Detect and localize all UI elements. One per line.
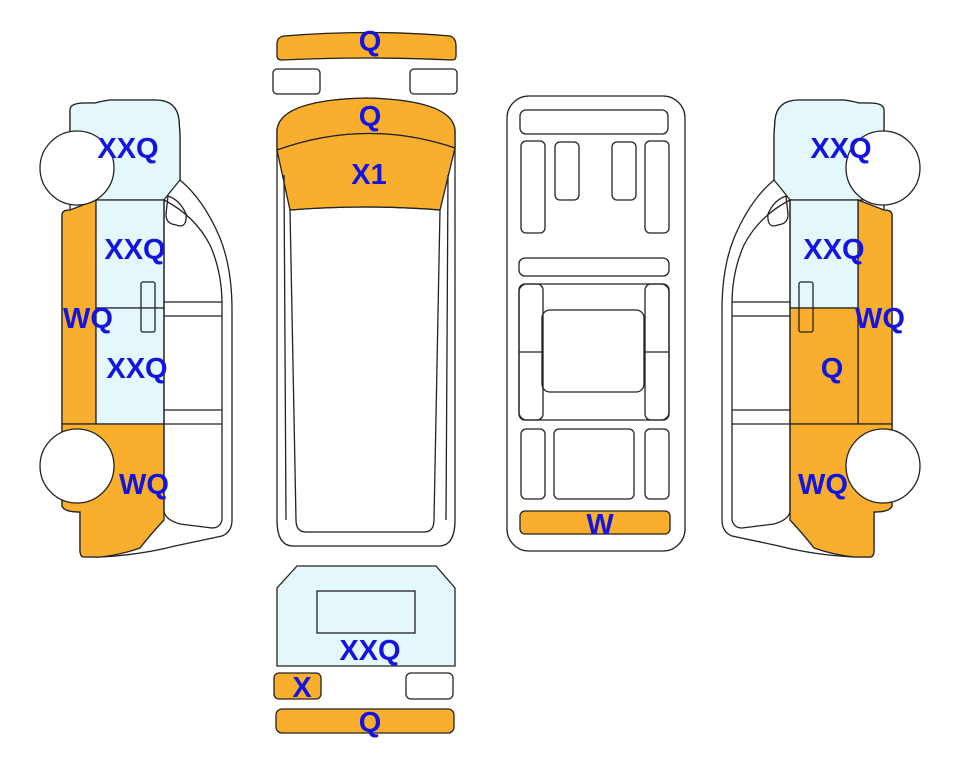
left-rear-wheel xyxy=(39,428,115,504)
front-left-headlight xyxy=(272,68,321,95)
interior-view xyxy=(506,95,686,552)
left-front-quarter-window xyxy=(165,195,187,227)
interior-seat-1 xyxy=(520,140,546,234)
left-side-view xyxy=(39,99,233,558)
rear-left-light-panel[interactable] xyxy=(273,672,322,700)
interior-seat-4 xyxy=(644,140,670,234)
right-side-view xyxy=(721,99,921,558)
left-middle-door-label: XXQ xyxy=(104,234,165,266)
interior-bench xyxy=(518,257,670,277)
roof-rear-label: W xyxy=(586,509,614,541)
front-bumper-label: Q xyxy=(359,26,382,58)
left-door-handle xyxy=(140,281,156,333)
left-front-wheel xyxy=(39,130,115,206)
rear-view xyxy=(273,565,456,734)
right-sill-label: WQ xyxy=(855,303,905,335)
rear-left-light-label: X xyxy=(292,672,312,704)
top-roof-inner xyxy=(289,206,441,533)
right-door-handle xyxy=(798,281,814,333)
hood-label: Q xyxy=(359,101,382,133)
left-sill-label: WQ xyxy=(63,303,113,335)
interior-rear-seat-3 xyxy=(644,428,670,500)
rear-bumper-label: Q xyxy=(359,707,382,739)
interior-seat-3 xyxy=(611,141,637,201)
front-right-headlight xyxy=(409,68,458,95)
right-front-door-label: XXQ xyxy=(810,133,871,165)
interior-rear-seat-2 xyxy=(553,428,635,500)
left-front-door-label: XXQ xyxy=(97,133,158,165)
right-rear-wheel xyxy=(845,428,921,504)
rear-door-label: XXQ xyxy=(339,635,400,667)
interior-seat-2 xyxy=(554,141,580,201)
right-window-frame xyxy=(731,198,791,529)
right-front-wheel xyxy=(845,130,921,206)
left-rear-panel-label: XXQ xyxy=(106,353,167,385)
interior-rear-seat-1 xyxy=(520,428,546,500)
interior-dash xyxy=(519,109,669,135)
rear-bumper-panel[interactable] xyxy=(275,708,455,734)
front-bumper-panel[interactable] xyxy=(276,31,457,61)
roof-rear-panel[interactable] xyxy=(519,510,671,535)
interior-table xyxy=(541,309,645,393)
rear-window xyxy=(316,590,416,634)
right-rear-quarter-label: WQ xyxy=(798,469,848,501)
top-right-side-line xyxy=(445,174,449,521)
right-front-quarter-window xyxy=(767,195,789,227)
damage-labels: Q Q X1 W XXQ X Q XXQ XXQ WQ XXQ WQ XXQ X… xyxy=(63,26,905,739)
top-view xyxy=(276,97,456,547)
front-view xyxy=(272,31,458,95)
rear-right-light xyxy=(405,672,454,700)
left-rear-quarter-label: WQ xyxy=(119,469,169,501)
windshield-label: X1 xyxy=(351,159,386,191)
right-middle-door-label: XXQ xyxy=(803,234,864,266)
left-window-frame xyxy=(163,198,223,529)
top-left-side-line xyxy=(283,174,287,521)
right-rear-panel-label: Q xyxy=(821,353,844,385)
interior-outline xyxy=(506,95,686,552)
